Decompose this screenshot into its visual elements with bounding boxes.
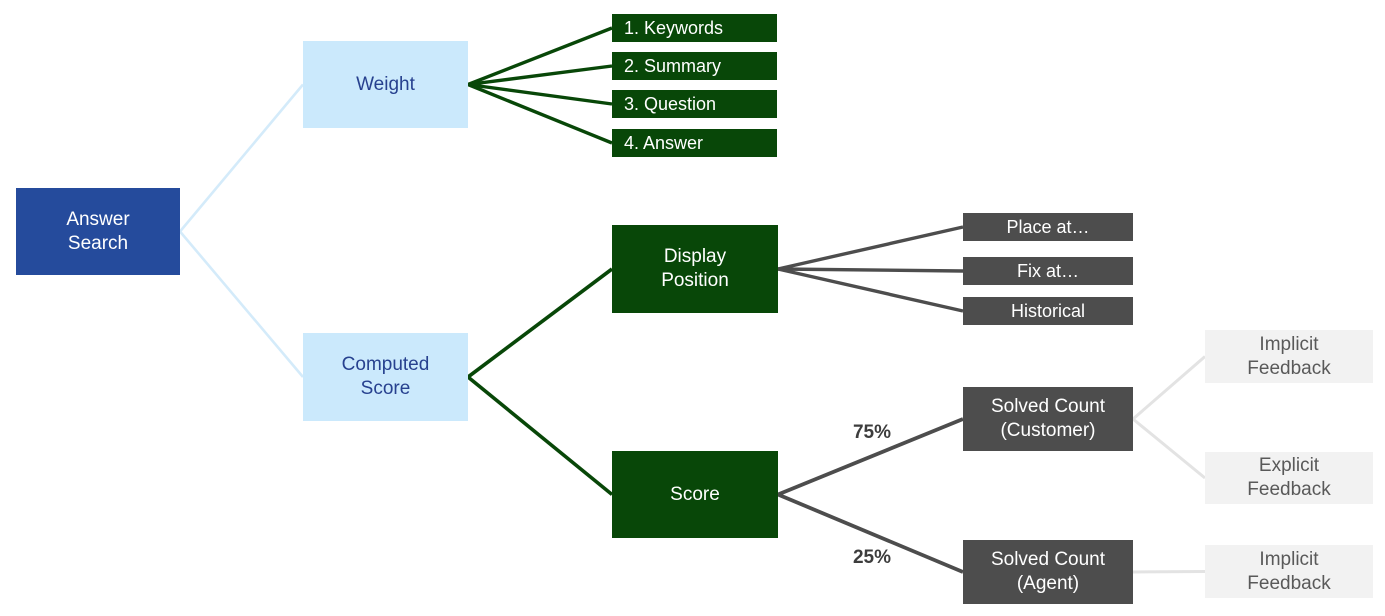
node-question: 3. Question bbox=[612, 90, 777, 118]
node-weight: Weight bbox=[303, 41, 468, 128]
edge-answer-search-to-computed-score bbox=[179, 230, 304, 378]
node-solved-count-agent: Solved Count (Agent) bbox=[963, 540, 1133, 604]
edge-computed-score-to-display-position bbox=[466, 267, 614, 379]
edge-solved-count-customer-to-explicit-feedback-customer bbox=[1132, 417, 1206, 480]
edge-display-position-to-historical bbox=[777, 267, 964, 313]
edge-score-to-solved-count-agent bbox=[777, 492, 964, 574]
edge-label-score-to-customer: 75% bbox=[852, 422, 892, 443]
node-place-at: Place at… bbox=[963, 213, 1133, 241]
node-fix-at: Fix at… bbox=[963, 257, 1133, 285]
node-score: Score bbox=[612, 451, 778, 538]
node-keywords: 1. Keywords bbox=[612, 14, 777, 42]
edge-weight-to-answer bbox=[467, 82, 613, 145]
node-implicit-feedback-agent: Implicit Feedback bbox=[1205, 545, 1373, 598]
node-implicit-feedback-customer: Implicit Feedback bbox=[1205, 330, 1373, 383]
node-summary: 2. Summary bbox=[612, 52, 777, 80]
edge-solved-count-agent-to-implicit-feedback-agent bbox=[1132, 570, 1206, 574]
node-solved-count-customer: Solved Count (Customer) bbox=[963, 387, 1133, 451]
edge-display-position-to-fix-at bbox=[777, 267, 964, 273]
edge-solved-count-customer-to-implicit-feedback-customer bbox=[1132, 355, 1206, 421]
node-answer-search: Answer Search bbox=[16, 188, 180, 275]
edge-label-score-to-agent: 25% bbox=[852, 547, 892, 568]
node-explicit-feedback-customer: Explicit Feedback bbox=[1205, 452, 1373, 504]
edge-weight-to-question bbox=[467, 82, 613, 106]
edge-display-position-to-place-at bbox=[777, 225, 964, 271]
edge-answer-search-to-weight bbox=[179, 83, 304, 233]
edge-weight-to-keywords bbox=[467, 26, 613, 87]
node-display-position: Display Position bbox=[612, 225, 778, 313]
edge-computed-score-to-score bbox=[466, 375, 614, 496]
node-answer: 4. Answer bbox=[612, 129, 777, 157]
node-computed-score: Computed Score bbox=[303, 333, 468, 421]
edge-score-to-solved-count-customer bbox=[777, 417, 964, 497]
node-historical: Historical bbox=[963, 297, 1133, 325]
edge-weight-to-summary bbox=[467, 64, 613, 87]
